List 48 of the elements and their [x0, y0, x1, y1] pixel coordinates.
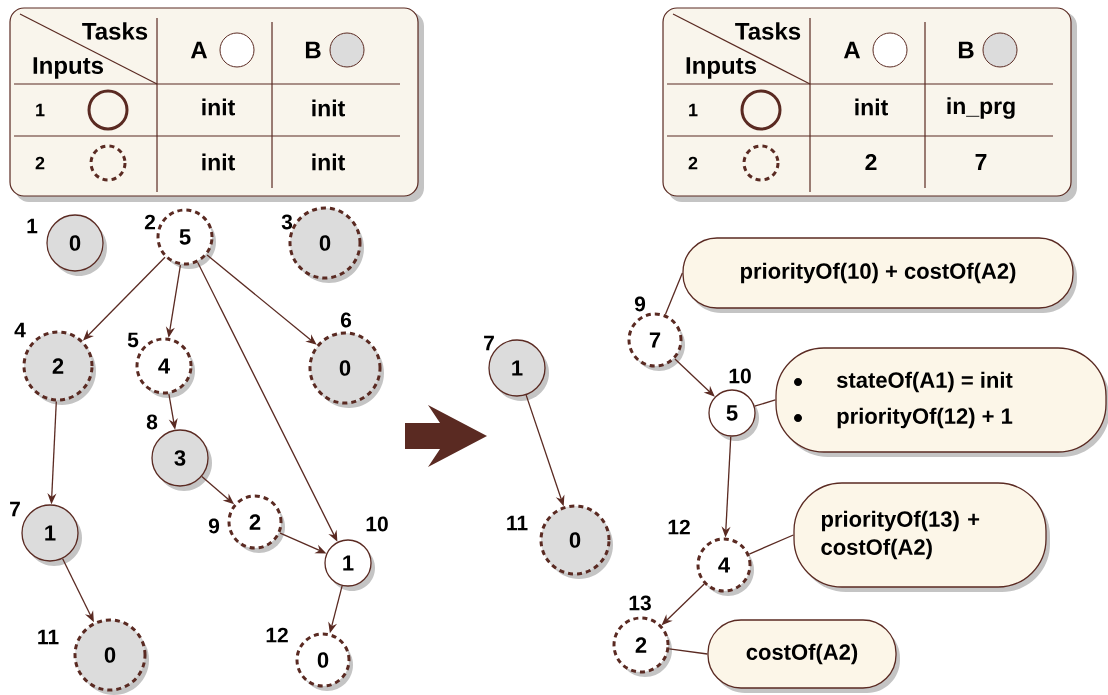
node-number: 10 — [366, 516, 388, 532]
table-cell: init — [312, 99, 345, 117]
table-cell: in_prg — [947, 97, 1015, 119]
node-number: 12 — [266, 627, 288, 643]
table-cell: 1 — [36, 103, 45, 117]
table-cell: 2 — [688, 156, 698, 170]
bulleted-callout-box: stateOf(A1) = init priorityOf(12) + 1 — [775, 347, 1108, 457]
table-header: Tasks — [735, 22, 801, 40]
node-number: 10 — [729, 368, 751, 384]
node-number: 11 — [507, 515, 528, 531]
connector-line — [668, 648, 708, 655]
circle-node: 0 — [46, 214, 107, 276]
table-header: B — [958, 41, 974, 59]
node-number: 2 — [144, 214, 155, 230]
node-number: 9 — [634, 296, 646, 312]
node-number: 9 — [208, 518, 220, 534]
table-header: A — [843, 41, 861, 59]
callout-box: costOf(A2) — [707, 619, 900, 693]
callout-box: priorityOf(13) + costOf(A2) — [793, 482, 1050, 592]
dashed-circle-node: 5 — [156, 208, 216, 269]
table-header: Inputs — [33, 57, 104, 79]
table-cell: init — [312, 153, 345, 171]
connector-line — [664, 272, 683, 316]
arrow — [206, 254, 317, 345]
node-number: 11 — [38, 629, 59, 645]
table-cell: 2 — [865, 153, 877, 171]
node-number: 7 — [10, 501, 20, 517]
table-header: B — [305, 41, 321, 59]
node-number: 12 — [668, 519, 690, 535]
table-cell: 1 — [689, 103, 698, 117]
table-cell: 7 — [975, 154, 987, 170]
callout-box: priorityOf(10) + costOf(A2) — [682, 237, 1077, 313]
node-number: 6 — [340, 312, 352, 328]
table-cell: init — [202, 98, 235, 116]
table-cell: init — [202, 153, 235, 171]
state-table — [9, 7, 424, 202]
table-header: Tasks — [82, 22, 148, 40]
connector-line — [748, 534, 794, 555]
node-number: 13 — [629, 595, 651, 611]
node-number: 8 — [146, 414, 158, 430]
node-number: 1 — [27, 218, 38, 234]
arrow — [674, 358, 715, 397]
table-cell: init — [855, 98, 888, 116]
table-header: Inputs — [686, 57, 756, 79]
connector-line — [754, 399, 776, 407]
table-header: A — [190, 41, 208, 59]
table-cell: 2 — [35, 156, 45, 170]
state-table — [662, 7, 1077, 202]
